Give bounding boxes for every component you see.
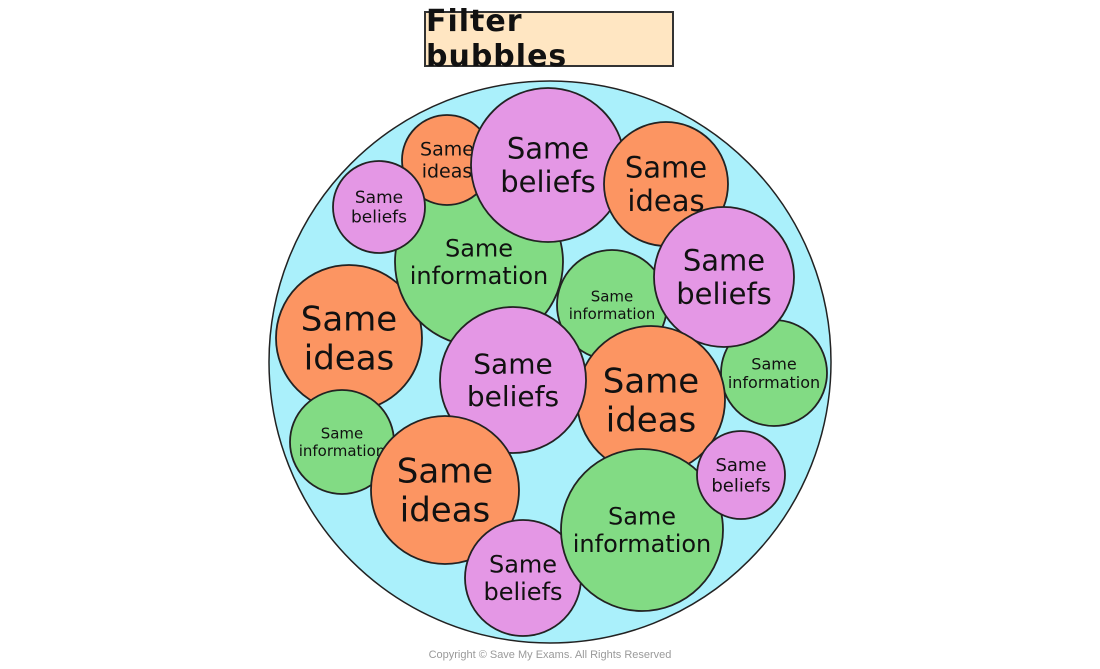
bubble-label: beliefs xyxy=(483,578,562,606)
bubble-label: ideas xyxy=(422,161,473,183)
bubble-circle xyxy=(439,306,587,454)
bubble-circle xyxy=(370,415,520,565)
bubble-label: Same xyxy=(445,235,513,263)
bubble-label: Same xyxy=(301,299,397,339)
bubble-label: beliefs xyxy=(676,277,772,311)
bubble-label: ideas xyxy=(606,400,697,440)
bubble-label: beliefs xyxy=(467,380,559,413)
bubble-label: Same xyxy=(608,503,676,531)
bubble-label: Same xyxy=(397,451,493,491)
copyright-notice: Copyright © Save My Exams. All Rights Re… xyxy=(428,649,672,661)
bubble-circle xyxy=(696,430,786,520)
bubble-circle xyxy=(332,160,426,254)
bubble-label: Same xyxy=(321,425,364,443)
bubble-label: Same xyxy=(591,288,634,306)
bubble-label: information xyxy=(569,305,656,323)
bubble-label: Same xyxy=(683,243,765,277)
bubble-label: beliefs xyxy=(711,476,770,497)
bubble-label: information xyxy=(728,373,820,392)
bubble-label: ideas xyxy=(304,338,395,378)
bubble-label: Same xyxy=(355,188,403,208)
bubble-label: Same xyxy=(473,348,552,381)
bubble-label: information xyxy=(299,442,386,460)
bubble-label: information xyxy=(573,530,712,558)
bubble-label: Same xyxy=(625,150,707,184)
bubble-circle xyxy=(653,206,795,348)
bubble-label: ideas xyxy=(400,490,491,530)
bubble-label: ideas xyxy=(627,184,704,218)
bubble-label: beliefs xyxy=(500,165,596,199)
bubble-label: Same xyxy=(507,131,589,165)
bubble-label: Same xyxy=(420,139,474,161)
bubble-label: Same xyxy=(751,354,796,373)
bubble-label: beliefs xyxy=(351,208,407,228)
bubble-label: Same xyxy=(603,361,699,401)
bubble-label: information xyxy=(410,262,549,290)
bubble-label: Same xyxy=(715,455,766,476)
bubble-circle xyxy=(560,448,724,612)
bubble-label: Same xyxy=(489,551,557,579)
